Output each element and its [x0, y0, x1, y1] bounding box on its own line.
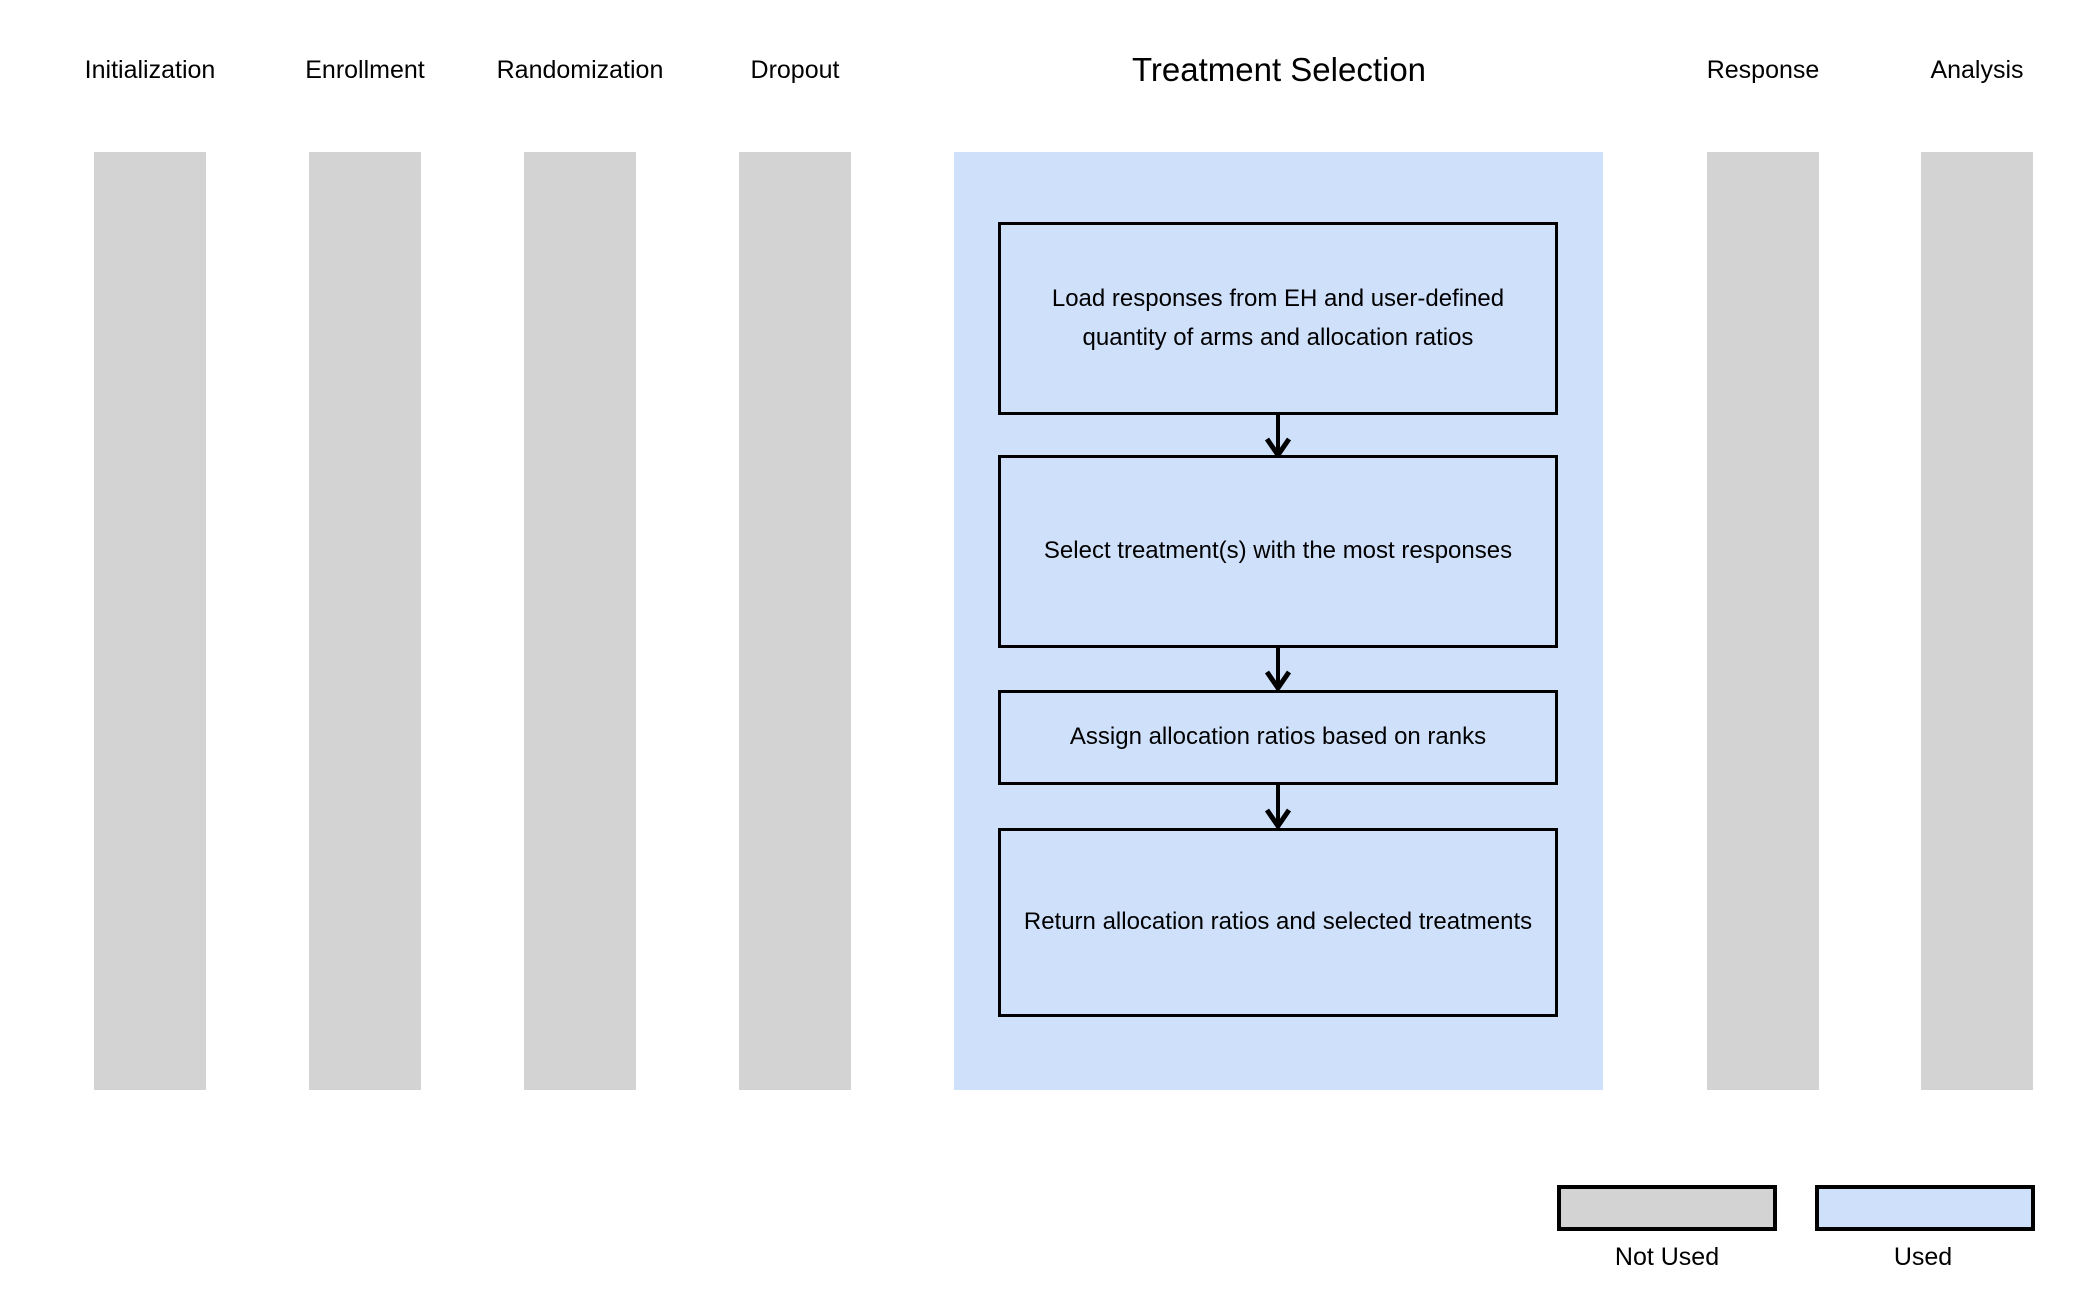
legend-label-not-used: Not Used [1614, 1243, 1720, 1271]
stage-bar-analysis [1921, 152, 2033, 1090]
flow-step-assign-ratios: Assign allocation ratios based on ranks [998, 690, 1558, 785]
stage-bar-randomization [524, 152, 636, 1090]
stage-label-treatment-selection: Treatment Selection [1131, 51, 1427, 88]
flow-step-return-ratios: Return allocation ratios and selected tr… [998, 828, 1558, 1017]
arrow-down-icon [1264, 648, 1292, 690]
legend-swatch-not-used [1557, 1185, 1777, 1231]
stage-label-analysis: Analysis [1930, 56, 2024, 84]
flow-step-select-treatments: Select treatment(s) with the most respon… [998, 455, 1558, 648]
stage-bar-dropout [739, 152, 851, 1090]
stage-label-initialization: Initialization [84, 56, 216, 84]
stage-label-dropout: Dropout [750, 56, 840, 84]
arrow-down-icon [1264, 785, 1292, 828]
stage-bar-enrollment [309, 152, 421, 1090]
stage-label-response: Response [1706, 56, 1820, 84]
treatment-selection-panel: Load responses from EH and user-defined … [954, 152, 1603, 1090]
stage-bar-response [1707, 152, 1819, 1090]
legend-swatch-used [1815, 1185, 2035, 1231]
stage-label-randomization: Randomization [496, 56, 664, 84]
arrow-down-icon [1264, 415, 1292, 457]
legend-label-used: Used [1893, 1243, 1953, 1271]
stage-bar-initialization [94, 152, 206, 1090]
stage-label-enrollment: Enrollment [305, 56, 425, 84]
flow-step-load-responses: Load responses from EH and user-defined … [998, 222, 1558, 415]
